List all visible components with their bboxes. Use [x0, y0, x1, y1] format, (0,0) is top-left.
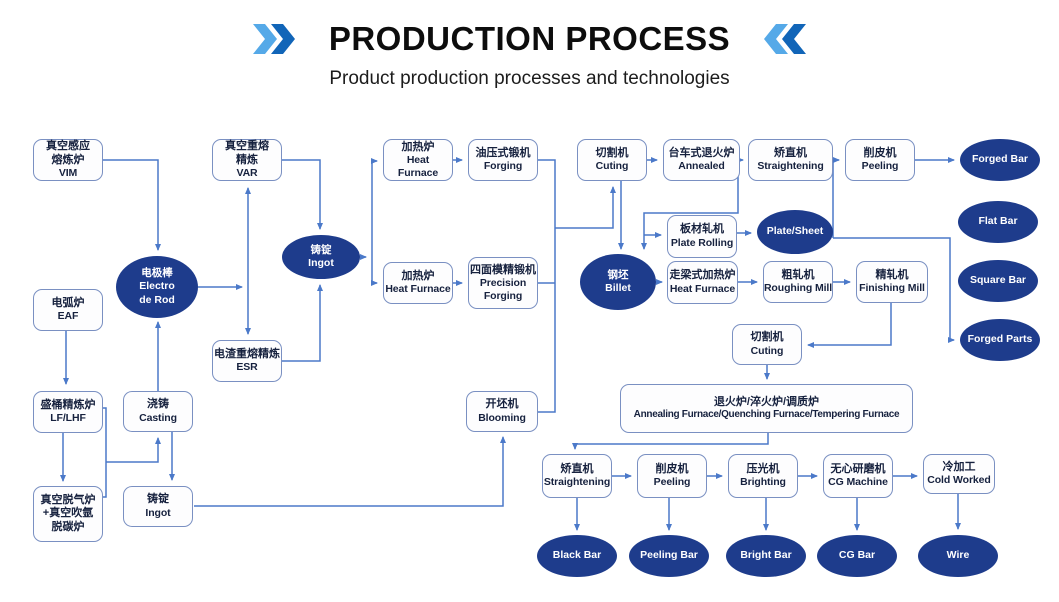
product-ellipse-flat-bar: Flat Bar — [958, 201, 1038, 243]
product-ellipse-plate-sheet: Plate/Sheet — [757, 210, 833, 254]
product-ellipse-forged-bar: Forged Bar — [960, 139, 1040, 181]
product-ellipse-cg-bar: CG Bar — [817, 535, 897, 577]
product-ellipse-black-bar: Black Bar — [537, 535, 617, 577]
process-box-vd-furnace: 真空脱气炉+真空吹氩脱碳炉 — [33, 486, 103, 542]
product-ellipse-square-bar: Square Bar — [958, 260, 1038, 302]
product-ellipse-bright-bar: Bright Bar — [726, 535, 806, 577]
header: PRODUCTION PROCESS Product production pr… — [0, 20, 1059, 90]
product-ellipse-forged-parts: Forged Parts — [960, 319, 1040, 361]
double-chevron-right-icon — [252, 24, 295, 54]
page-title: PRODUCTION PROCESS — [328, 20, 731, 57]
page-subtitle: Product production processes and technol… — [329, 68, 730, 89]
double-chevron-left-icon — [764, 24, 807, 54]
product-ellipse-peeling-bar: Peeling Bar — [629, 535, 709, 577]
product-ellipse-wire: Wire — [918, 535, 998, 577]
